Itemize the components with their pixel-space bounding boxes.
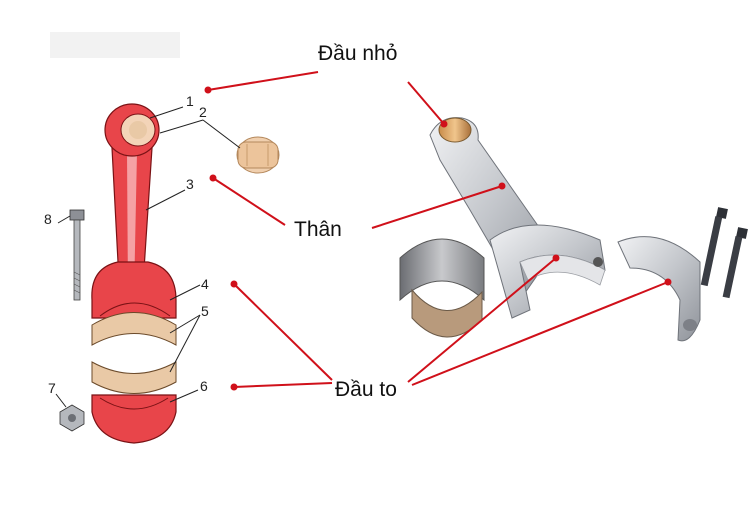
small-end-bore bbox=[129, 121, 147, 139]
part-number-4: 4 bbox=[201, 276, 209, 292]
steel-rod-photo bbox=[399, 117, 748, 342]
rod-cap bbox=[91, 394, 177, 444]
small-end-line-left bbox=[207, 71, 319, 91]
exploded-rod-drawing: 1 2 3 4 5 6 7 8 bbox=[44, 93, 280, 444]
rod-shank-highlight bbox=[127, 152, 137, 296]
big-end-line-4 bbox=[411, 281, 669, 386]
nut-hole bbox=[68, 414, 76, 422]
part-number-6: 6 bbox=[200, 378, 208, 394]
steel-rod-bolts bbox=[700, 207, 748, 299]
part-number-leaders bbox=[55, 106, 241, 408]
body-line-left bbox=[212, 177, 286, 226]
loose-bearing-shell-top bbox=[399, 238, 485, 302]
big-end-line-3 bbox=[407, 257, 557, 383]
part-number-8: 8 bbox=[44, 211, 52, 227]
steel-bolt-hole bbox=[593, 257, 603, 267]
callout-dots bbox=[204, 86, 672, 391]
part-number-1: 1 bbox=[186, 93, 194, 109]
big-end-line-2 bbox=[233, 382, 333, 388]
lower-bearing-shell bbox=[91, 361, 177, 394]
part-number-3: 3 bbox=[186, 176, 194, 192]
cap-arc bbox=[99, 397, 169, 410]
part-number-2: 2 bbox=[199, 104, 207, 120]
body-line-right bbox=[371, 185, 503, 229]
background-smudge bbox=[50, 32, 180, 58]
steel-rod-cap bbox=[617, 236, 701, 342]
big-end-line-1 bbox=[233, 283, 333, 381]
small-end-line-right bbox=[407, 81, 445, 125]
steel-big-end-inner bbox=[519, 254, 606, 286]
label-big-end: Đầu to bbox=[335, 378, 397, 401]
rod-bolt bbox=[69, 209, 85, 301]
rod-big-end-upper bbox=[91, 261, 177, 319]
loose-bushing bbox=[236, 136, 280, 174]
label-body: Thân bbox=[294, 218, 342, 241]
steel-cap-bolt-boss bbox=[683, 319, 697, 331]
big-end-arc bbox=[99, 302, 171, 317]
callout-lines bbox=[207, 71, 669, 388]
upper-bearing-shell bbox=[91, 312, 177, 346]
part-number-7: 7 bbox=[48, 380, 56, 396]
label-small-end: Đầu nhỏ bbox=[318, 42, 398, 65]
part-number-5: 5 bbox=[201, 303, 209, 319]
